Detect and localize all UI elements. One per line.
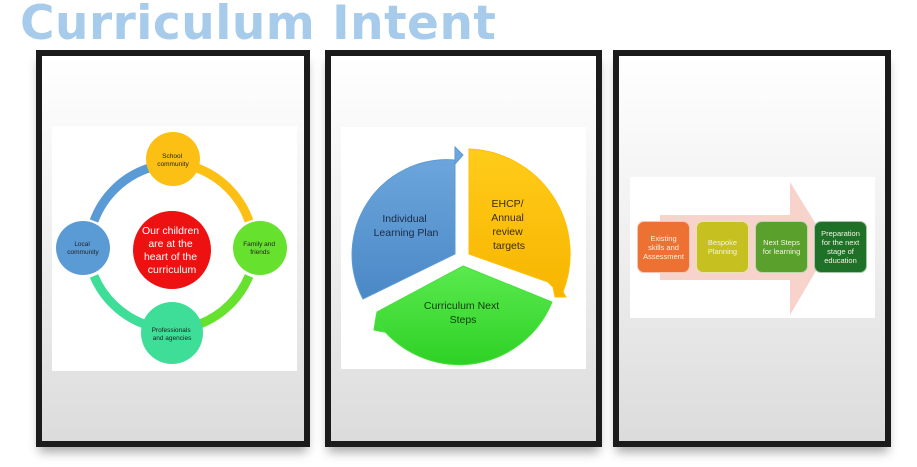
node-school-community-label: School community: [157, 153, 189, 168]
center-label: Our children are at the heart of the cur…: [142, 225, 202, 276]
node-school-community: [146, 132, 200, 186]
segment-ehcp-targets-label: EHCP/ Annual review targets: [491, 198, 527, 252]
step-next-steps-label: Next Steps for learning: [762, 238, 801, 256]
page-title: Curriculum Intent: [20, 0, 497, 51]
node-professionals-agencies-label: Professionals and agencies: [152, 327, 193, 342]
node-professionals-agencies: [141, 302, 203, 364]
segment-ehcp-targets: [468, 148, 571, 298]
segment-curriculum-next-steps-label: Curriculum Next Steps: [424, 300, 502, 326]
step-existing-skills-label: Existing skills and Assessment: [643, 233, 684, 261]
partnership-diagram: Our children are at the heart of the cur…: [52, 126, 297, 371]
step-bespoke-planning-label: Bespoke Planning: [707, 238, 738, 256]
node-family-friends-label: Family and friends: [243, 241, 277, 256]
node-local-community-label: Local community: [67, 241, 99, 256]
planning-cycle-svg: Individual Learning Plan EHCP/ Annual re…: [351, 145, 571, 366]
step-preparation-label: Preparation for the next stage of educat…: [821, 229, 860, 265]
segment-individual-learning-plan: [351, 145, 464, 300]
segment-curriculum-next-steps: [373, 265, 553, 366]
ring-arc-family-to-professionals: [198, 274, 254, 329]
progression-diagram: Existing skills and Assessment Bespoke P…: [630, 177, 875, 318]
step-next-steps: Next Steps for learning: [755, 221, 808, 273]
ring-arc-professionals-to-local: [89, 274, 146, 329]
node-family-friends: [233, 221, 287, 275]
partnership-diagram-svg: Our children are at the heart of the cur…: [56, 132, 287, 364]
step-existing-skills: Existing skills and Assessment: [637, 221, 690, 273]
planning-cycle-diagram: Individual Learning Plan EHCP/ Annual re…: [341, 127, 586, 369]
ring-arc-school-to-family: [195, 163, 254, 223]
step-preparation: Preparation for the next stage of educat…: [814, 221, 867, 273]
step-bespoke-planning: Bespoke Planning: [696, 221, 749, 273]
segment-individual-learning-plan-label: Individual Learning Plan: [374, 213, 439, 239]
node-local-community: [56, 221, 110, 275]
center-circle: [133, 211, 211, 289]
ring-arc-local-to-school: [89, 163, 151, 223]
